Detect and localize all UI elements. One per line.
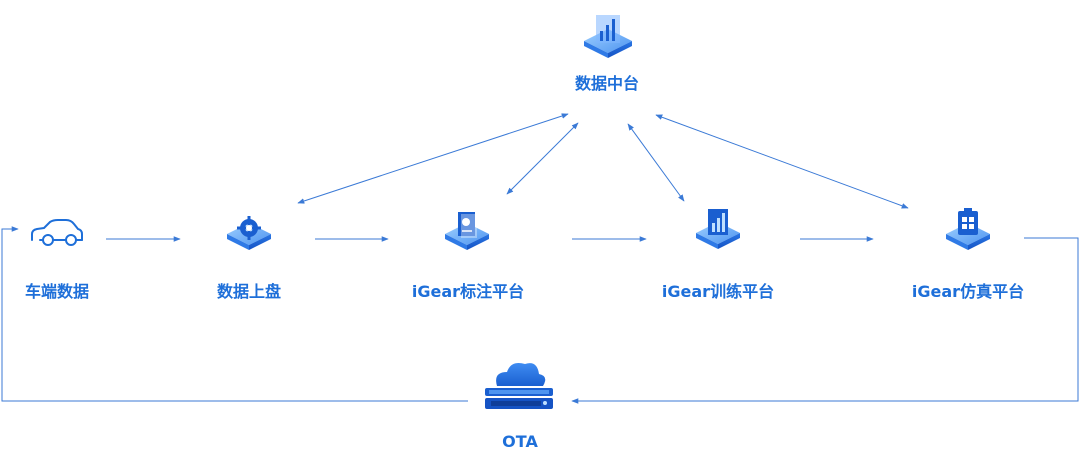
arrow-datacenter-upload <box>297 113 569 204</box>
arrow-datacenter-training <box>627 123 685 202</box>
vehicle-data-label: 车端数据 <box>24 282 90 301</box>
arrow-datacenter-simulation <box>655 114 909 209</box>
gear-cube-icon <box>227 216 271 250</box>
annotation-platform-label: iGear标注平台 <box>411 282 525 301</box>
simulation-platform-label: iGear仿真平台 <box>911 282 1025 301</box>
clipboard-cube-icon <box>946 208 990 250</box>
arrow-simulation-to-ota <box>571 237 1079 404</box>
bar-chart-cube-icon <box>696 209 740 249</box>
cloud-server-icon <box>485 363 553 409</box>
data-center-label: 数据中台 <box>574 74 640 93</box>
training-platform-label: iGear训练平台 <box>661 282 775 301</box>
chart-cube-icon <box>584 15 632 58</box>
arrow-datacenter-annotation <box>506 122 579 195</box>
car-icon <box>31 219 83 246</box>
arrow-ota-to-vehicle <box>1 226 468 402</box>
document-cube-icon <box>445 212 489 250</box>
data-upload-label: 数据上盘 <box>216 282 282 301</box>
ota-label: OTA <box>502 432 538 451</box>
